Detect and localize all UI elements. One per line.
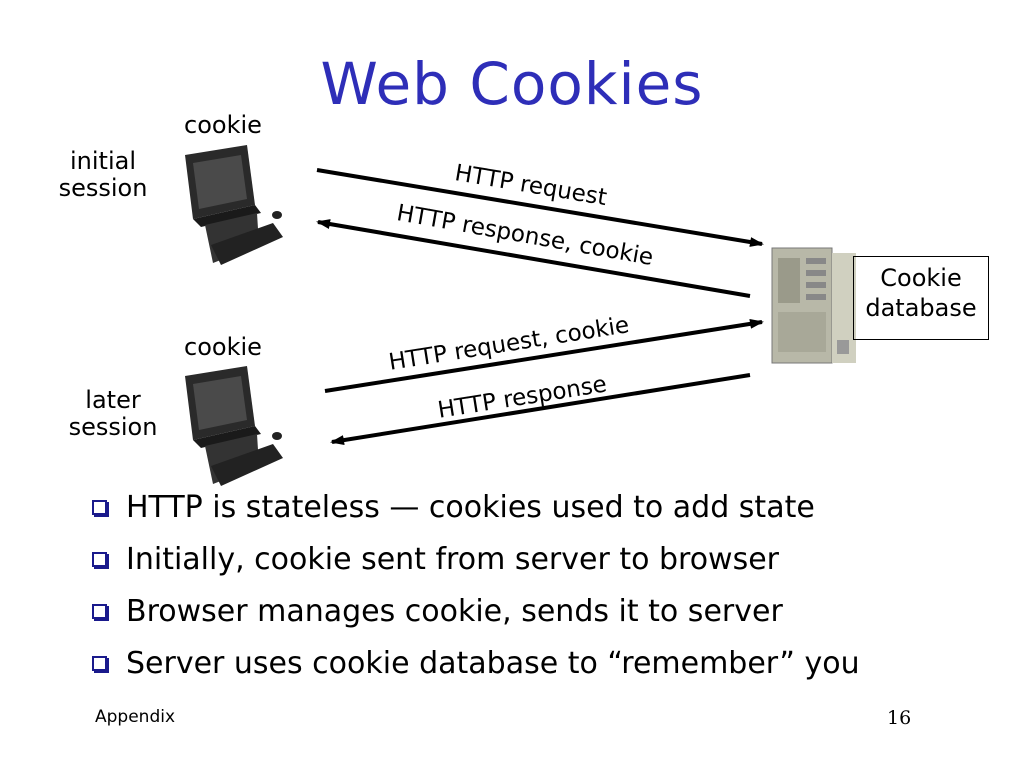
bullet-item: HTTP is stateless — cookies used to add …	[86, 486, 860, 538]
server-icon	[771, 247, 856, 364]
bullet-square-icon	[92, 604, 107, 619]
later-session-label: later session	[54, 387, 172, 441]
initial-session-line-1: initial	[70, 147, 136, 175]
computer-icon	[185, 145, 283, 265]
bullet-text: Browser manages cookie, sends it to serv…	[126, 594, 783, 629]
cookie-label-later: cookie	[184, 333, 262, 361]
bullet-square-icon	[92, 552, 107, 567]
bullet-text: Server uses cookie database to “remember…	[126, 646, 860, 681]
bullet-list: HTTP is stateless — cookies used to add …	[86, 486, 860, 694]
later-session-line-2: session	[68, 413, 158, 441]
footer-appendix: Appendix	[95, 707, 176, 727]
initial-session-line-2: session	[58, 174, 148, 202]
bullet-square-icon	[92, 656, 107, 671]
arrow-http-response-cookie	[316, 219, 751, 298]
bullet-text: HTTP is stateless — cookies used to add …	[126, 490, 815, 525]
cookie-database-box: Cookie database	[853, 256, 989, 340]
bullet-text: Initially, cookie sent from server to br…	[126, 542, 780, 577]
computer-icon	[185, 366, 283, 486]
later-session-line-1: later	[85, 386, 141, 414]
arrow-http-response	[330, 373, 751, 446]
bullet-square-icon	[92, 500, 107, 515]
bullet-item: Server uses cookie database to “remember…	[86, 642, 860, 694]
arrow-http-request	[316, 168, 764, 247]
database-line-1: Cookie	[880, 264, 962, 292]
page-number: 16	[887, 707, 912, 729]
slide-title: Web Cookies	[320, 50, 704, 118]
bullet-item: Initially, cookie sent from server to br…	[86, 538, 860, 590]
database-line-2: database	[865, 294, 977, 322]
arrow-http-request-cookie	[324, 318, 764, 393]
bullet-item: Browser manages cookie, sends it to serv…	[86, 590, 860, 642]
cookie-label-initial: cookie	[184, 111, 262, 139]
initial-session-label: initial session	[44, 148, 162, 202]
